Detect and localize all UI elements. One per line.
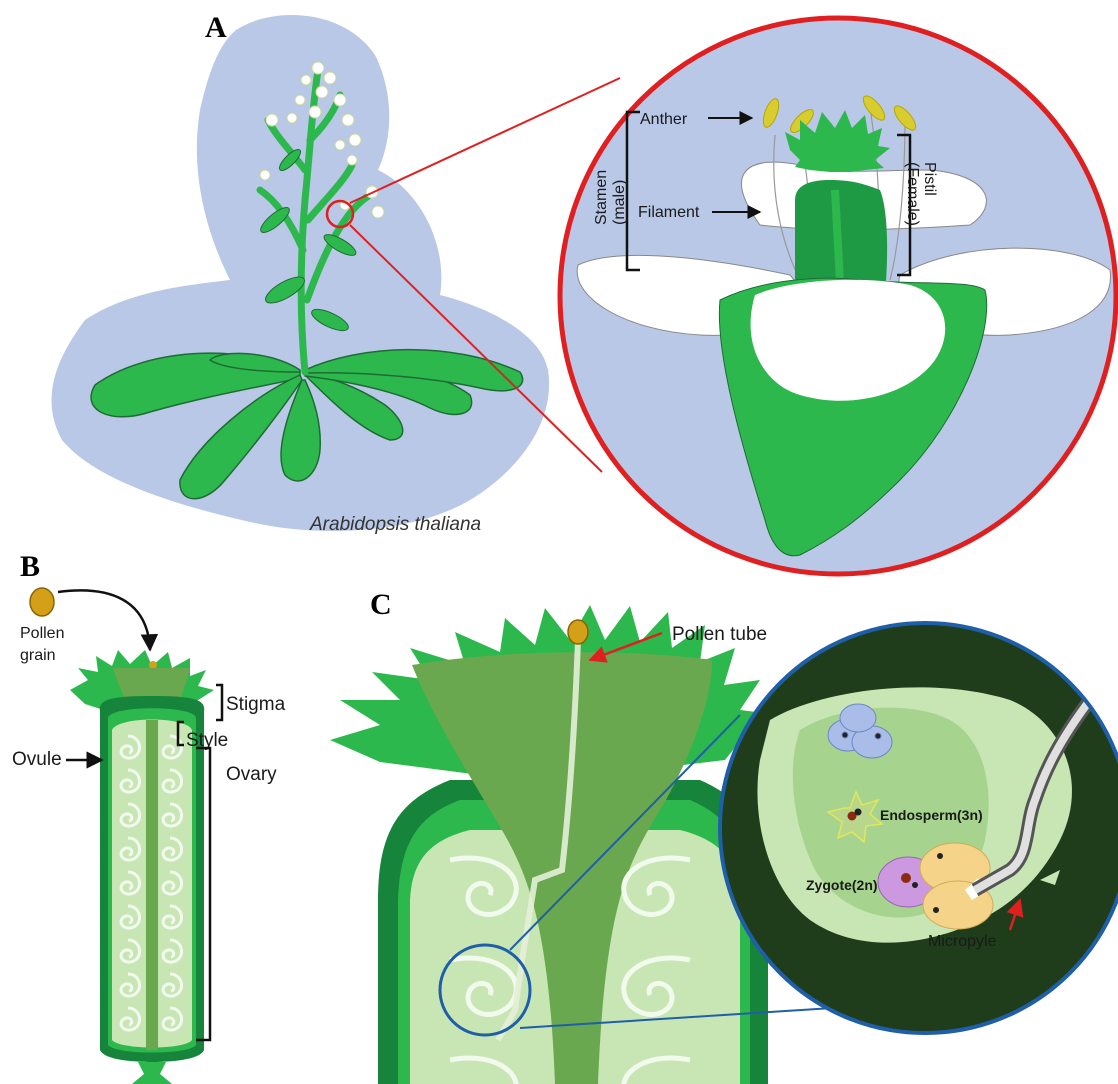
pistil-sub-label: (Female) <box>904 162 921 226</box>
pollen-on-stigma <box>149 661 157 669</box>
ovule-label: Ovule <box>12 749 62 770</box>
pollen-tube-label: Pollen tube <box>672 624 767 645</box>
pollen-arrow <box>58 590 150 650</box>
panel-b-letter: B <box>20 550 40 583</box>
panel-a-letter: A <box>205 11 227 44</box>
endosperm-label: Endosperm(3n) <box>880 807 983 823</box>
micropyle-label: Micropyle <box>928 933 997 950</box>
pollen-grain-c-icon <box>568 620 588 644</box>
zygote-label: Zygote(2n) <box>806 877 878 893</box>
stamen-sub-label: (male) <box>611 180 628 225</box>
panel-a: A <box>52 11 1116 574</box>
stigma-bracket <box>216 685 222 720</box>
species-label: Arabidopsis thaliana <box>309 514 481 535</box>
filament-label: Filament <box>638 204 700 221</box>
pistil-label: Pistil <box>921 162 938 196</box>
stigma-label: Stigma <box>226 694 286 715</box>
pedicel-b <box>132 1062 172 1084</box>
pollen-grain-icon <box>30 588 54 616</box>
panel-c-letter: C <box>370 588 392 621</box>
zoom-line-top <box>350 78 620 203</box>
flower-zoom: Stamen (male) Anther Filament Pistil (Fe… <box>560 18 1116 574</box>
panel-c: C Pollen tube <box>330 588 1118 1084</box>
pollen-grain-label-2: grain <box>20 647 56 664</box>
ovary-label: Ovary <box>226 764 277 785</box>
ovule-zoom: Endosperm(3n) Zygote(2n) Micropyle <box>720 623 1118 1033</box>
pollen-grain-label-1: Pollen <box>20 625 64 642</box>
stamen-label: Stamen <box>593 170 610 225</box>
anther-label: Anther <box>640 111 688 128</box>
septum-b <box>146 720 158 1050</box>
panel-b: B Pollen grain Stigma Style <box>12 550 286 1084</box>
